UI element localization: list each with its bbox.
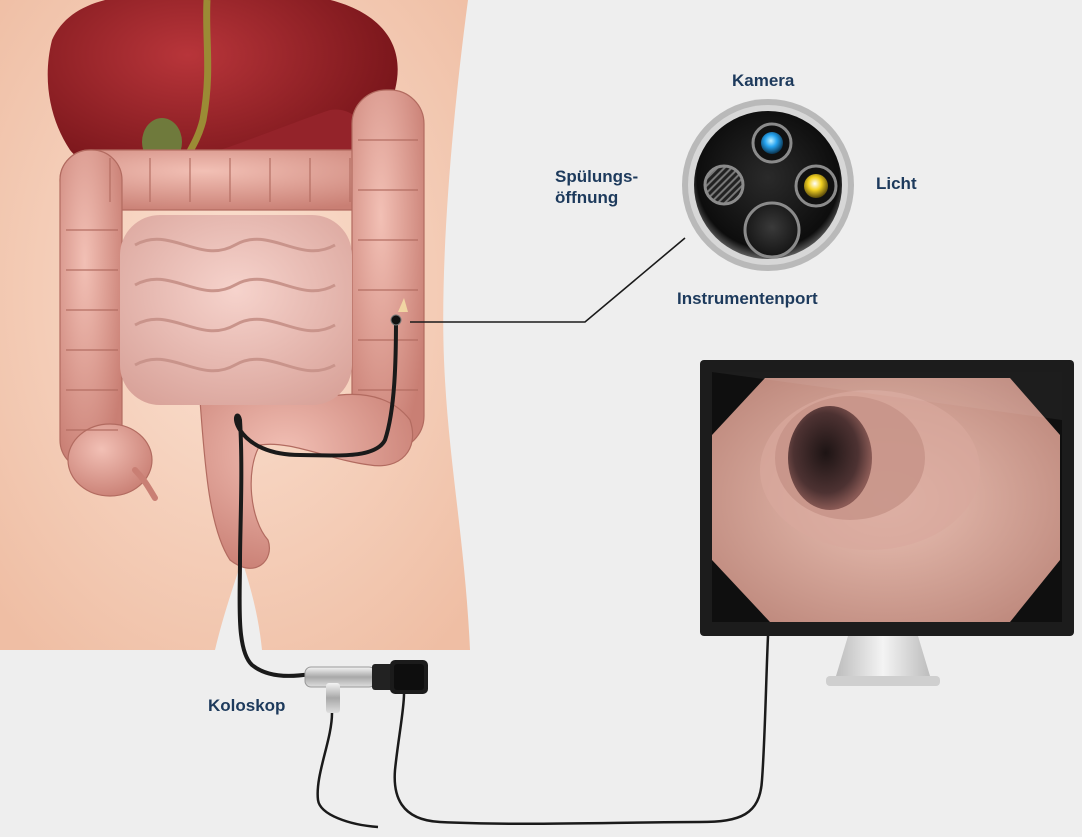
label-colonoscope: Koloskop <box>208 695 285 716</box>
label-instrument-port: Instrumentenport <box>677 288 818 309</box>
cable-irrigation <box>318 713 378 827</box>
label-irrigation-line1: Spülungs- <box>555 166 638 187</box>
small-intestine <box>120 215 352 405</box>
callout-line <box>410 238 685 322</box>
instrument-port <box>745 203 799 257</box>
label-irrigation: Spülungs- öffnung <box>555 166 638 208</box>
label-irrigation-line2: öffnung <box>555 187 638 208</box>
irrigation-opening <box>705 166 743 204</box>
scope-tip-detail <box>682 99 854 271</box>
lumen <box>788 406 872 510</box>
colonoscope-handle <box>305 660 428 713</box>
label-light: Licht <box>876 173 917 194</box>
colonoscope-tip <box>391 315 401 325</box>
monitor <box>700 360 1074 686</box>
cable-video <box>395 636 768 824</box>
label-camera: Kamera <box>732 70 794 91</box>
